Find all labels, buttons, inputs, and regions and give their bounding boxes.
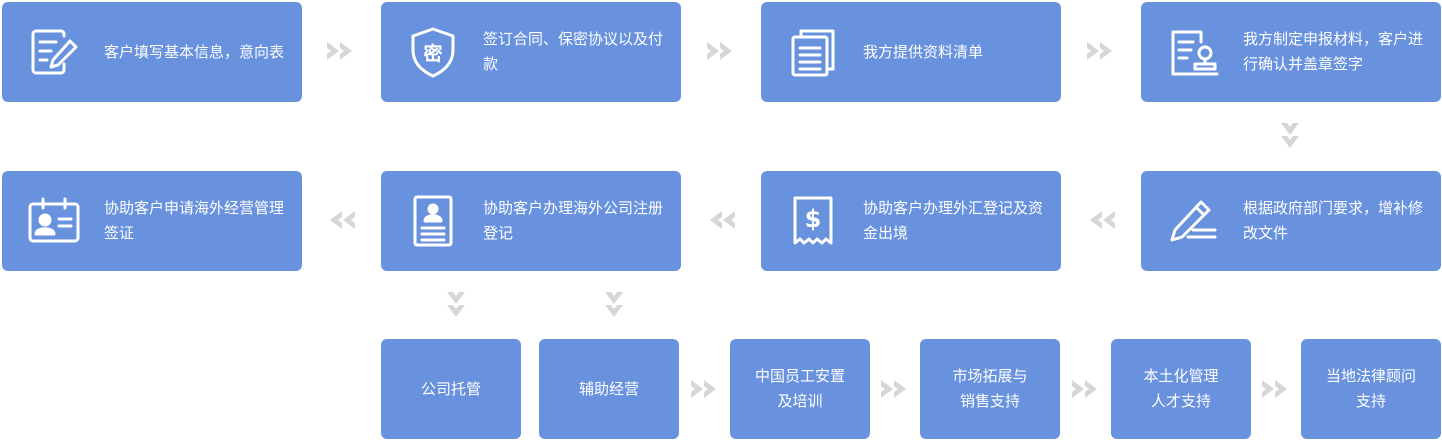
service-line: 辅助经营 <box>578 379 639 398</box>
step-card-1: 客户填写基本信息，意向表 <box>2 2 302 102</box>
document-stamp-icon <box>1165 24 1221 80</box>
step-text: 协助客户申请海外经营管理签证 <box>104 199 285 242</box>
step-text: 根据政府部门要求，增补修改文件 <box>1243 199 1424 242</box>
secret-shield-icon: 密 <box>405 24 461 80</box>
arrow-down-icon <box>604 291 624 321</box>
receipt-dollar-icon: $ <box>785 193 841 249</box>
form-edit-icon <box>26 24 82 80</box>
arrow-right-icon <box>880 379 910 399</box>
service-card-6: 当地法律顾问支持 <box>1301 339 1441 439</box>
step-card-6: $ 协助客户办理外汇登记及资金出境 <box>761 171 1061 271</box>
arrow-right-icon <box>1261 379 1291 399</box>
step-card-8: 协助客户申请海外经营管理签证 <box>2 171 302 271</box>
service-line: 人才支持 <box>1150 392 1211 410</box>
step-text: 签订合同、保密协议以及付款 <box>483 30 664 73</box>
service-line: 销售支持 <box>959 392 1020 410</box>
service-line: 公司托管 <box>420 379 481 398</box>
arrow-right-icon <box>1086 41 1116 61</box>
step-card-3: 我方提供资料清单 <box>761 2 1061 102</box>
service-card-4: 市场拓展与销售支持 <box>920 339 1060 439</box>
svg-text:$: $ <box>805 205 822 233</box>
service-line: 中国员工安置 <box>754 367 845 385</box>
pencil-edit-icon <box>1165 193 1221 249</box>
service-card-2: 辅助经营 <box>539 339 679 439</box>
service-line: 支持 <box>1355 392 1386 410</box>
step-card-2: 密 签订合同、保密协议以及付款 <box>381 2 681 102</box>
arrow-down-icon <box>446 291 466 321</box>
shield-label: 密 <box>423 42 442 65</box>
id-badge-icon <box>26 193 82 249</box>
arrow-right-icon <box>326 41 356 61</box>
arrow-right-icon <box>706 41 736 61</box>
registration-doc-icon <box>405 193 461 249</box>
service-card-5: 本土化管理人才支持 <box>1111 339 1251 439</box>
step-text: 我方提供资料清单 <box>863 42 984 61</box>
arrow-left-icon <box>1086 210 1116 230</box>
arrow-right-icon <box>1071 379 1101 399</box>
arrow-right-icon <box>690 379 720 399</box>
service-line: 市场拓展与 <box>952 367 1028 385</box>
service-line: 当地法律顾问 <box>1325 367 1416 385</box>
step-text: 客户填写基本信息，意向表 <box>104 42 285 61</box>
step-card-7: 协助客户办理海外公司注册登记 <box>381 171 681 271</box>
step-text: 协助客户办理海外公司注册登记 <box>483 199 664 242</box>
document-list-icon <box>785 24 841 80</box>
arrow-left-icon <box>706 210 736 230</box>
arrow-left-icon <box>326 210 356 230</box>
service-card-1: 公司托管 <box>381 339 521 439</box>
step-text: 我方制定申报材料，客户进行确认并盖章签字 <box>1243 30 1424 73</box>
arrow-down-icon <box>1280 122 1300 152</box>
service-line: 本土化管理 <box>1143 367 1219 385</box>
service-card-3: 中国员工安置及培训 <box>730 339 870 439</box>
step-card-5: 根据政府部门要求，增补修改文件 <box>1141 171 1441 271</box>
step-text: 协助客户办理外汇登记及资金出境 <box>863 199 1044 242</box>
step-card-4: 我方制定申报材料，客户进行确认并盖章签字 <box>1141 2 1441 102</box>
service-line: 及培训 <box>777 392 823 410</box>
